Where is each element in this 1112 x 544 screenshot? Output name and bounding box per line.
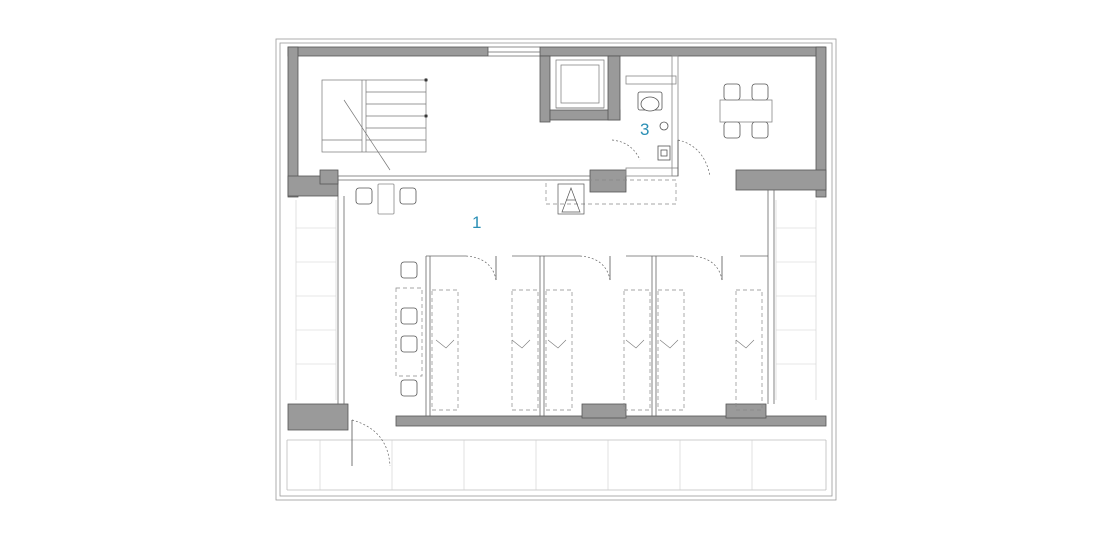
chair-icon [355, 83, 773, 397]
door-swing-icon [351, 139, 723, 467]
walls [287, 46, 827, 431]
terrace-paving [295, 200, 817, 490]
room-number-main: 1 [472, 213, 481, 232]
cubicle-chairs [435, 339, 755, 349]
room-number-restroom: 3 [640, 120, 649, 139]
toilet-icon [637, 91, 663, 112]
sink-icon [657, 121, 671, 161]
cubicle-partitions [425, 255, 768, 416]
reception-symbol [557, 183, 585, 215]
elevator-icon [555, 59, 605, 109]
terrace-outline [275, 38, 837, 501]
door-leaf [351, 140, 723, 466]
stair-icon [321, 78, 428, 171]
desk-icon [395, 179, 763, 411]
